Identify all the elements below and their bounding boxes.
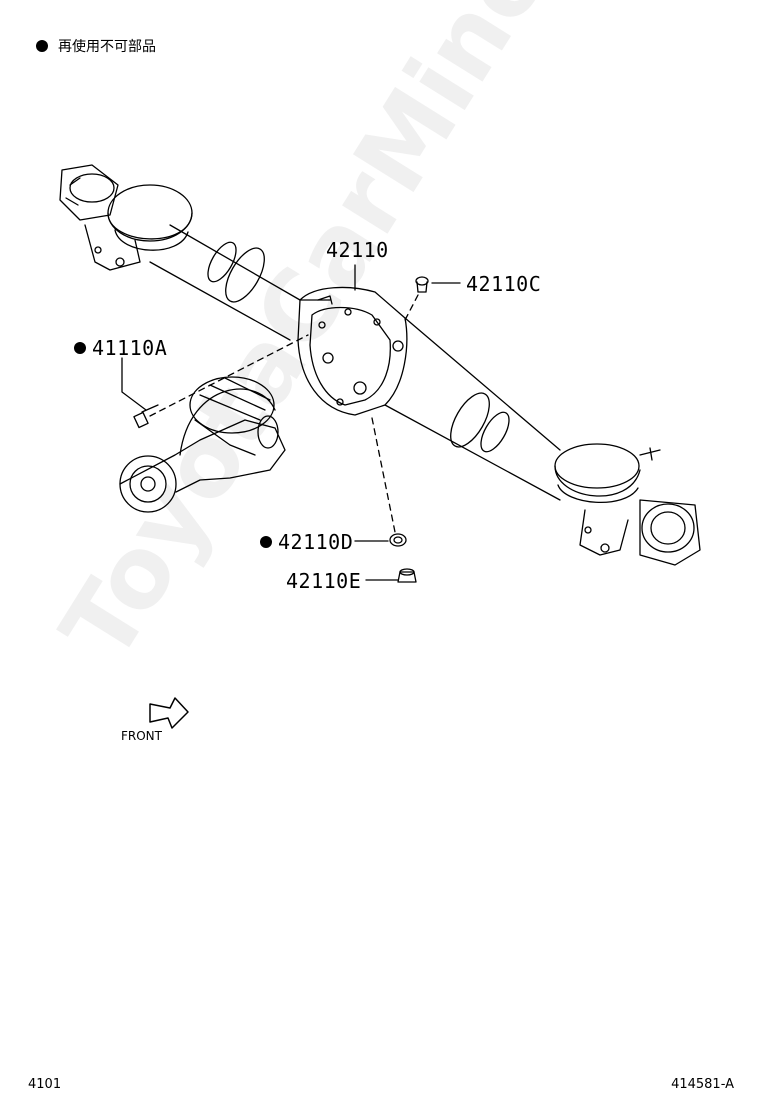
page-number: 4101 (28, 1077, 62, 1092)
left-axle-end (59, 164, 193, 271)
front-label: FRONT (121, 729, 162, 743)
carrier-bolt-part (133, 404, 159, 429)
breather-part (415, 276, 429, 293)
legend: 再使用不可部品 (36, 36, 156, 56)
label-plug: 42110E (286, 569, 362, 593)
right-axle-tube (384, 317, 561, 501)
label-gasket: 42110D (260, 530, 353, 554)
non-reusable-bullet-icon (260, 536, 272, 548)
differential-housing (297, 286, 408, 416)
drain-plug-part (397, 568, 417, 583)
label-housing: 42110 (326, 238, 389, 262)
legend-text: 再使用不可部品 (58, 39, 156, 55)
assembly-dashed-lines (149, 294, 419, 533)
gasket-part (389, 533, 407, 547)
left-axle-tube (149, 224, 331, 341)
non-reusable-bullet-icon (36, 40, 48, 52)
label-breather: 42110C (466, 272, 542, 296)
front-arrow-icon (149, 697, 189, 729)
figure-id: 414581-A (671, 1077, 734, 1092)
differential-carrier (119, 376, 286, 513)
label-carrier-bolt: 41110A (74, 336, 167, 360)
non-reusable-bullet-icon (74, 342, 86, 354)
leader-lines (121, 264, 461, 581)
right-axle-end (554, 443, 701, 566)
